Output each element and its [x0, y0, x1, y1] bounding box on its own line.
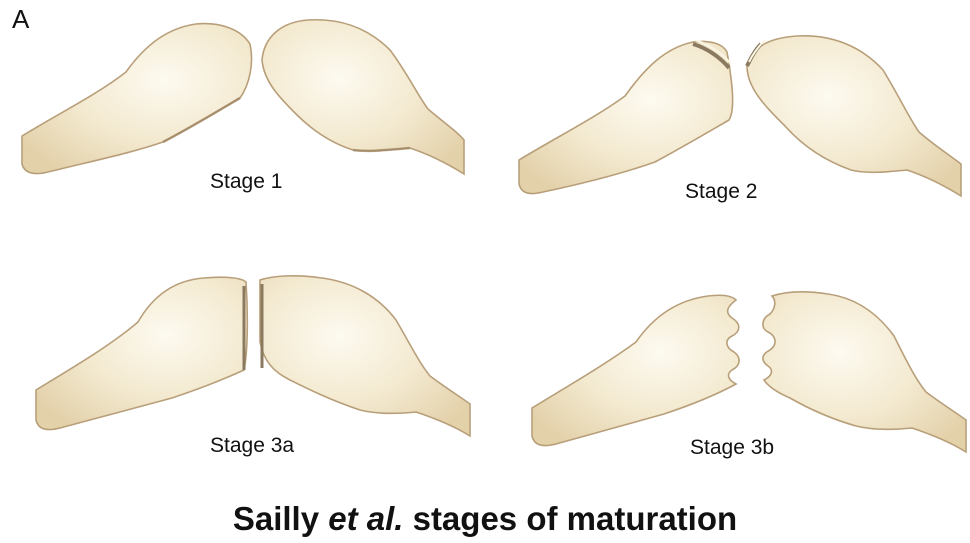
stage-2-illustration [515, 30, 965, 200]
left-bone [22, 24, 252, 174]
left-bone [519, 41, 733, 193]
right-bone [260, 276, 470, 436]
left-bone [36, 277, 247, 429]
right-bone [763, 292, 966, 452]
left-bone [532, 295, 739, 445]
figure-title: Sailly et al. stages of maturation [0, 500, 970, 538]
stage-label: Stage 3a [210, 434, 294, 458]
stage-3a-illustration [32, 272, 472, 442]
stage-label: Stage 2 [685, 180, 757, 204]
right-bone [747, 36, 961, 196]
stage-3b-illustration [528, 288, 968, 458]
stage-label: Stage 1 [210, 170, 282, 194]
stage-label: Stage 3b [690, 436, 774, 460]
stage-1-illustration [18, 14, 468, 184]
right-bone [262, 20, 464, 174]
